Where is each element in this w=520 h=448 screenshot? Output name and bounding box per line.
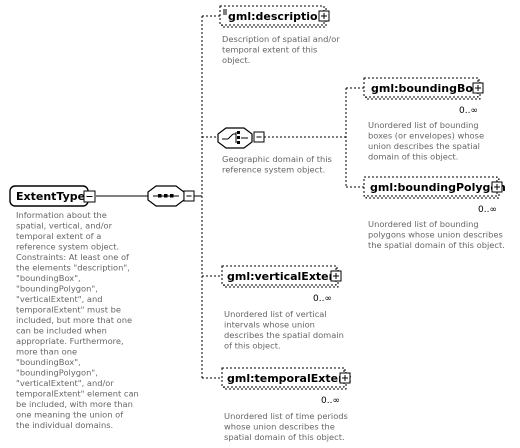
doc-line: whose union describes the bbox=[224, 422, 335, 432]
doc-line: the elements "description", bbox=[16, 263, 130, 273]
boundingPolygon-element[interactable]: gml:boundingPolygon bbox=[363, 176, 506, 199]
expand-icon[interactable] bbox=[330, 270, 342, 282]
temporalExtent-element[interactable]: gml:temporalExtent bbox=[221, 367, 351, 390]
doc-line: "boundingBox", bbox=[16, 273, 81, 283]
doc-line: union describes the spatial bbox=[368, 141, 480, 151]
doc-line: Information about the bbox=[16, 210, 107, 220]
expand-icon[interactable] bbox=[491, 181, 503, 193]
boundingPolygon-cardinality: 0..∞ bbox=[478, 205, 497, 215]
doc-line: temporalExtent" element can bbox=[16, 389, 139, 399]
doc-line: Description of spatial and/or bbox=[222, 34, 340, 44]
doc-line: "verticalExtent", and/or bbox=[16, 378, 114, 388]
doc-line: be included, with more than bbox=[16, 399, 133, 409]
doc-line: Unordered list of time periods bbox=[224, 411, 348, 421]
description-label: gml:description bbox=[228, 10, 325, 23]
doc-line: of this object. bbox=[224, 341, 281, 351]
expand-icon[interactable] bbox=[339, 372, 351, 384]
choice-compositor[interactable] bbox=[217, 127, 265, 149]
doc-line: reference system object. bbox=[222, 165, 325, 175]
boundingBox-label: gml:boundingBox bbox=[371, 82, 480, 95]
doc-line: "boundingPolygon", bbox=[16, 284, 98, 294]
doc-line: domain of this object. bbox=[368, 152, 458, 162]
expand-icon[interactable] bbox=[318, 10, 330, 22]
doc-line: "boundingPolygon", bbox=[16, 368, 98, 378]
doc-line: Unordered list of bounding bbox=[368, 219, 479, 229]
doc-line: intervals whose union bbox=[224, 320, 315, 330]
boundingBox-element[interactable]: gml:boundingBox bbox=[363, 77, 484, 100]
boundingPolygon-label: gml:boundingPolygon bbox=[370, 181, 506, 194]
text-lines-icon bbox=[223, 9, 227, 15]
temporalExtent-label: gml:temporalExtent bbox=[227, 372, 351, 385]
doc-line: describes the spatial domain bbox=[224, 330, 344, 340]
expand-collapse-icon[interactable] bbox=[183, 190, 195, 202]
connectors bbox=[96, 15, 364, 379]
extenttype-label: ExtentType bbox=[16, 190, 85, 203]
doc-line: Unordered list of vertical bbox=[224, 309, 327, 319]
doc-line: one meaning the union of bbox=[16, 410, 124, 420]
doc-line: Geographic domain of this bbox=[222, 154, 332, 164]
doc-line: the spatial domain of this object. bbox=[368, 240, 505, 250]
doc-line: "boundingBox", bbox=[16, 357, 81, 367]
doc-line: temporalExtent" must be bbox=[16, 305, 121, 315]
doc-line: boxes (or envelopes) whose bbox=[368, 131, 484, 141]
description-element[interactable]: gml:description bbox=[219, 5, 330, 28]
expand-collapse-icon[interactable] bbox=[253, 131, 265, 143]
expand-icon[interactable] bbox=[472, 82, 484, 94]
verticalExtent-cardinality: 0..∞ bbox=[313, 294, 332, 304]
doc-line: Constraints: At least one of bbox=[16, 252, 130, 262]
doc-line: Unordered list of bounding bbox=[368, 120, 479, 130]
doc-line: included, but more that one bbox=[16, 315, 132, 325]
extenttype-node[interactable]: ExtentType bbox=[9, 185, 96, 207]
doc-line: can be included when bbox=[16, 326, 107, 336]
doc-line: reference system object. bbox=[16, 242, 119, 252]
temporalExtent-cardinality: 0..∞ bbox=[321, 396, 340, 406]
verticalExtent-element[interactable]: gml:verticalExtent bbox=[221, 265, 342, 288]
doc-line: spatial, vertical, and/or bbox=[16, 221, 113, 231]
doc-line: temporal extent of a bbox=[16, 231, 101, 241]
sequence-compositor[interactable] bbox=[147, 185, 195, 207]
doc-line: appropriate. Furthermore, bbox=[16, 336, 124, 346]
verticalExtent-label: gml:verticalExtent bbox=[227, 270, 342, 283]
sequence-icon bbox=[153, 194, 179, 198]
doc-line: spatial domain of this object. bbox=[224, 432, 345, 442]
doc-line: "verticalExtent", and bbox=[16, 294, 102, 304]
choice-icon bbox=[222, 131, 248, 144]
expand-collapse-icon[interactable] bbox=[83, 190, 96, 203]
boundingBox-cardinality: 0..∞ bbox=[459, 106, 478, 116]
doc-line: polygons whose union describes bbox=[368, 230, 503, 240]
doc-line: more than one bbox=[16, 347, 77, 357]
doc-line: object. bbox=[222, 55, 250, 65]
doc-line: temporal extent of this bbox=[222, 45, 317, 55]
doc-line: the individual domains. bbox=[16, 420, 113, 430]
